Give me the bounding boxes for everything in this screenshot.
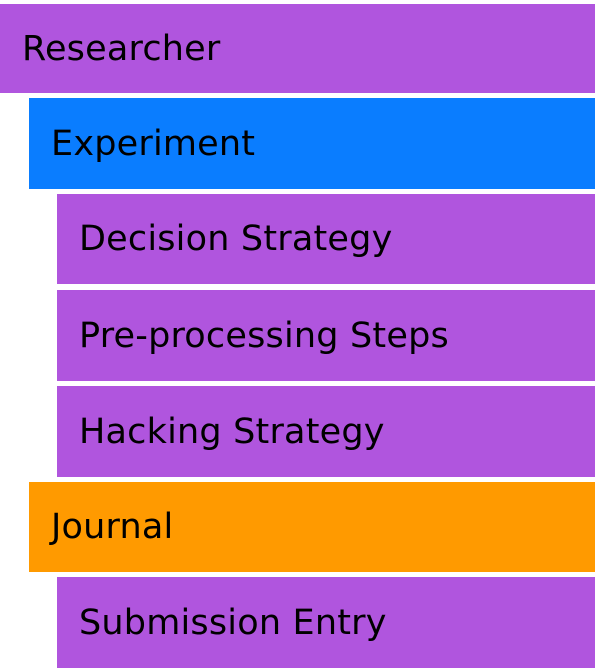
node-hacking-strategy-label: Hacking Strategy	[79, 411, 385, 452]
node-submission-entry: Submission Entry	[57, 577, 595, 668]
node-decision-strategy-label: Decision Strategy	[79, 219, 393, 259]
node-journal: Journal	[29, 482, 595, 572]
node-submission-entry-label: Submission Entry	[79, 602, 387, 643]
node-researcher: Researcher	[0, 4, 595, 93]
node-decision-strategy: Decision Strategy	[57, 194, 595, 284]
node-experiment: Experiment	[29, 98, 595, 189]
node-preprocessing-steps-label: Pre-processing Steps	[79, 315, 449, 356]
node-preprocessing-steps: Pre-processing Steps	[57, 290, 595, 381]
node-hacking-strategy: Hacking Strategy	[57, 386, 595, 477]
node-journal-label: Journal	[51, 507, 174, 547]
node-experiment-label: Experiment	[51, 123, 256, 164]
node-researcher-label: Researcher	[22, 28, 221, 69]
